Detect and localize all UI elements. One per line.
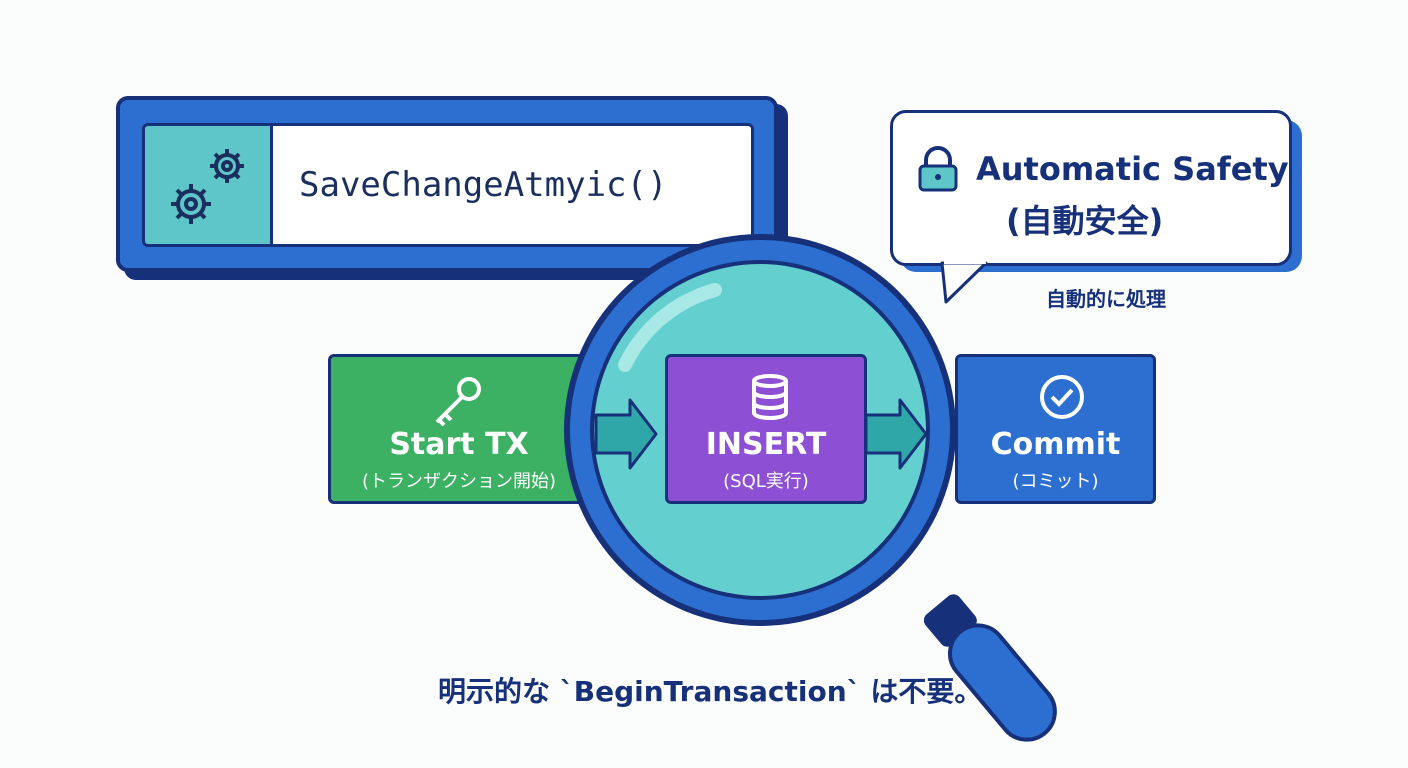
gears-icon — [171, 149, 244, 224]
check-circle-icon — [1040, 375, 1084, 419]
commit-label: Commit — [990, 427, 1121, 462]
method-icon-panel — [142, 123, 272, 247]
start-tx-label: Start TX — [389, 427, 529, 462]
database-icon — [752, 374, 788, 420]
commit-box: Commit (コミット) — [955, 354, 1156, 504]
commit-sub: (コミット) — [1012, 471, 1099, 492]
insert-box: INSERT (SQL実行) — [665, 354, 867, 504]
key-icon — [435, 377, 481, 427]
start-tx-box: Start TX (トランザクション開始) — [328, 354, 590, 504]
start-tx-sub: (トランザクション開始) — [361, 471, 557, 492]
bubble-title: Automatic Safety — [976, 150, 1289, 188]
method-text-panel: SaveChangeAtmyic() — [270, 123, 754, 247]
insert-sub: (SQL実行) — [723, 471, 809, 492]
method-name: SaveChangeAtmyic() — [299, 165, 668, 205]
insert-label: INSERT — [705, 427, 827, 462]
footer-note: 明示的な `BeginTransaction` は不要。 — [438, 675, 983, 708]
bubble-caption: 自動的に処理 — [1046, 287, 1166, 311]
bubble-subtitle: (自動安全) — [1006, 202, 1164, 240]
